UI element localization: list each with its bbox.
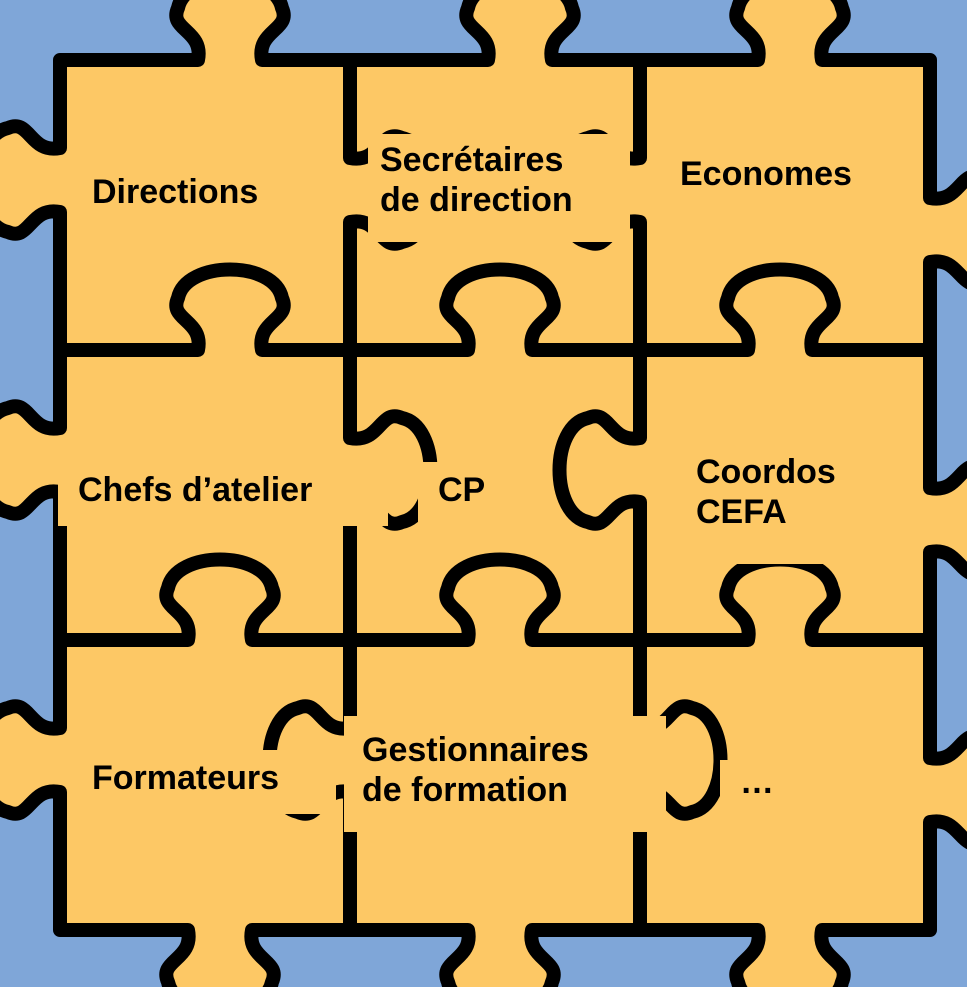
label-line: CP <box>438 471 486 509</box>
label-line: Coordos <box>696 453 836 491</box>
horizontal-seam <box>60 262 930 357</box>
piece-label-directions: Directions <box>72 166 320 224</box>
piece-label-chefs: Chefs d’atelier <box>58 462 388 526</box>
label-line: de direction <box>380 181 573 219</box>
label-line: CEFA <box>696 493 787 531</box>
label-line: Secrétaires <box>380 141 564 179</box>
piece-label-coordos: Coordos CEFA <box>676 440 902 564</box>
piece-label-formateurs: Formateurs <box>72 750 336 814</box>
piece-label-gestionnaires: Gestionnaires de formation <box>344 716 666 832</box>
piece-label-secretaires: Secrétaires de direction <box>368 134 630 242</box>
piece-label-economes: Economes <box>660 144 918 210</box>
label-line: Gestionnaires <box>362 731 589 769</box>
label-line: … <box>740 763 774 801</box>
label-line: Directions <box>92 173 259 211</box>
label-line: Chefs d’atelier <box>78 471 313 509</box>
piece-label-more: … <box>720 760 806 816</box>
piece-label-cp: CP <box>418 462 522 526</box>
label-line: Economes <box>680 155 852 193</box>
label-line: de formation <box>362 771 568 809</box>
label-line: Formateurs <box>92 759 280 797</box>
